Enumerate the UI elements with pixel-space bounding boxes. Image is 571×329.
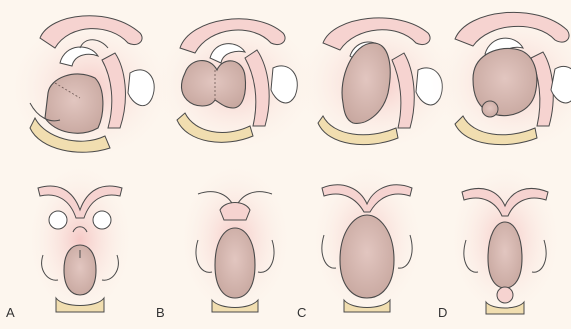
panel-d-sagittal xyxy=(430,8,571,156)
panel-a-coronal xyxy=(25,160,135,320)
tumor-mass xyxy=(45,74,103,133)
tumor-mass xyxy=(181,61,245,108)
panel-label-b: B xyxy=(156,306,165,319)
panel-d-coronal xyxy=(447,160,563,320)
panel-b-coronal xyxy=(177,160,293,320)
panel-a-sagittal xyxy=(5,13,175,163)
panel-c-coronal xyxy=(309,160,425,320)
tumor-mass xyxy=(340,215,394,298)
panel-label-a: A xyxy=(6,306,15,319)
panel-label-c: C xyxy=(297,306,306,319)
tumor-mass xyxy=(215,228,255,298)
panel-label-d: D xyxy=(438,306,447,319)
tumor-mass xyxy=(488,222,522,288)
